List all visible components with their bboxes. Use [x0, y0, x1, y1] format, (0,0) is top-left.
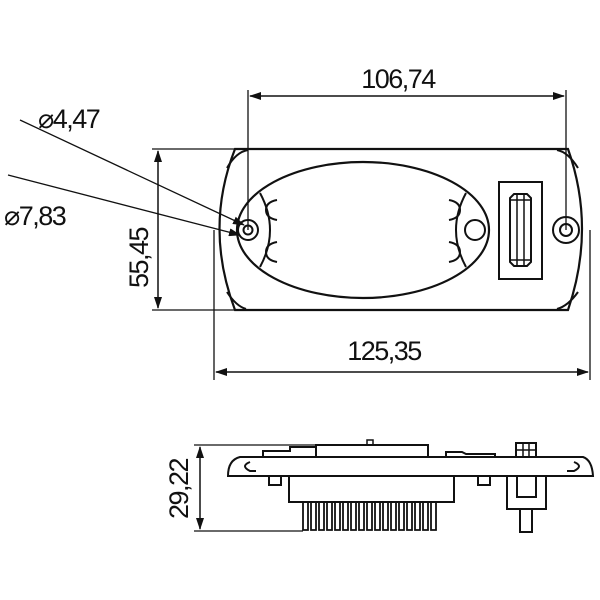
connector-frame	[498, 181, 543, 280]
dimension-label-106-74: 106,74	[361, 64, 436, 94]
top-lens-cover	[315, 444, 429, 458]
lens-right-arc	[455, 192, 467, 268]
dimension-overall-height: 55,45	[124, 148, 235, 311]
flange-slot-right	[567, 461, 580, 472]
dimension-label-diameter-4-47: ⌀4,47	[38, 104, 100, 134]
clip-right-bottom	[448, 241, 462, 263]
lens-right-circle	[464, 219, 486, 241]
dimension-overall-width: 125,35	[213, 230, 591, 380]
top-step	[262, 446, 317, 457]
dimension-hole-diameters: ⌀4,47 ⌀7,83	[4, 104, 245, 237]
corner-notch-tr	[556, 149, 579, 169]
housing-outline	[218, 147, 584, 312]
top-clip	[445, 451, 496, 457]
flange-plate	[226, 456, 595, 477]
bottom-tab-left	[268, 475, 282, 486]
corner-notch-bl	[226, 291, 247, 310]
dimension-label-125-35: 125,35	[347, 336, 421, 366]
top-view	[218, 147, 584, 312]
heatsink-base	[288, 475, 455, 503]
clip-left-bottom	[264, 241, 278, 263]
side-view	[226, 439, 595, 533]
bottom-tab-right	[477, 475, 491, 486]
corner-notch-br	[556, 291, 579, 310]
connector-pin	[519, 508, 533, 533]
corner-notch-tl	[226, 149, 249, 169]
lens-ellipse	[235, 160, 491, 300]
lens-left-arc	[259, 192, 271, 268]
clip-right-top	[448, 199, 462, 221]
dimension-depth: 29,22	[164, 444, 316, 532]
dimension-label-29-22: 29,22	[164, 458, 194, 519]
clip-left-top	[264, 199, 278, 221]
connector-body	[509, 193, 532, 267]
dimension-label-55-45: 55,45	[124, 227, 154, 288]
dimension-label-diameter-7-83: ⌀7,83	[4, 201, 66, 231]
flange-slot-left	[244, 461, 256, 472]
connector-inner	[516, 476, 537, 498]
top-vent	[366, 439, 374, 446]
dimension-hole-spacing: 106,74	[247, 64, 567, 230]
heatsink-fins	[302, 502, 437, 531]
connector-housing	[506, 476, 547, 510]
